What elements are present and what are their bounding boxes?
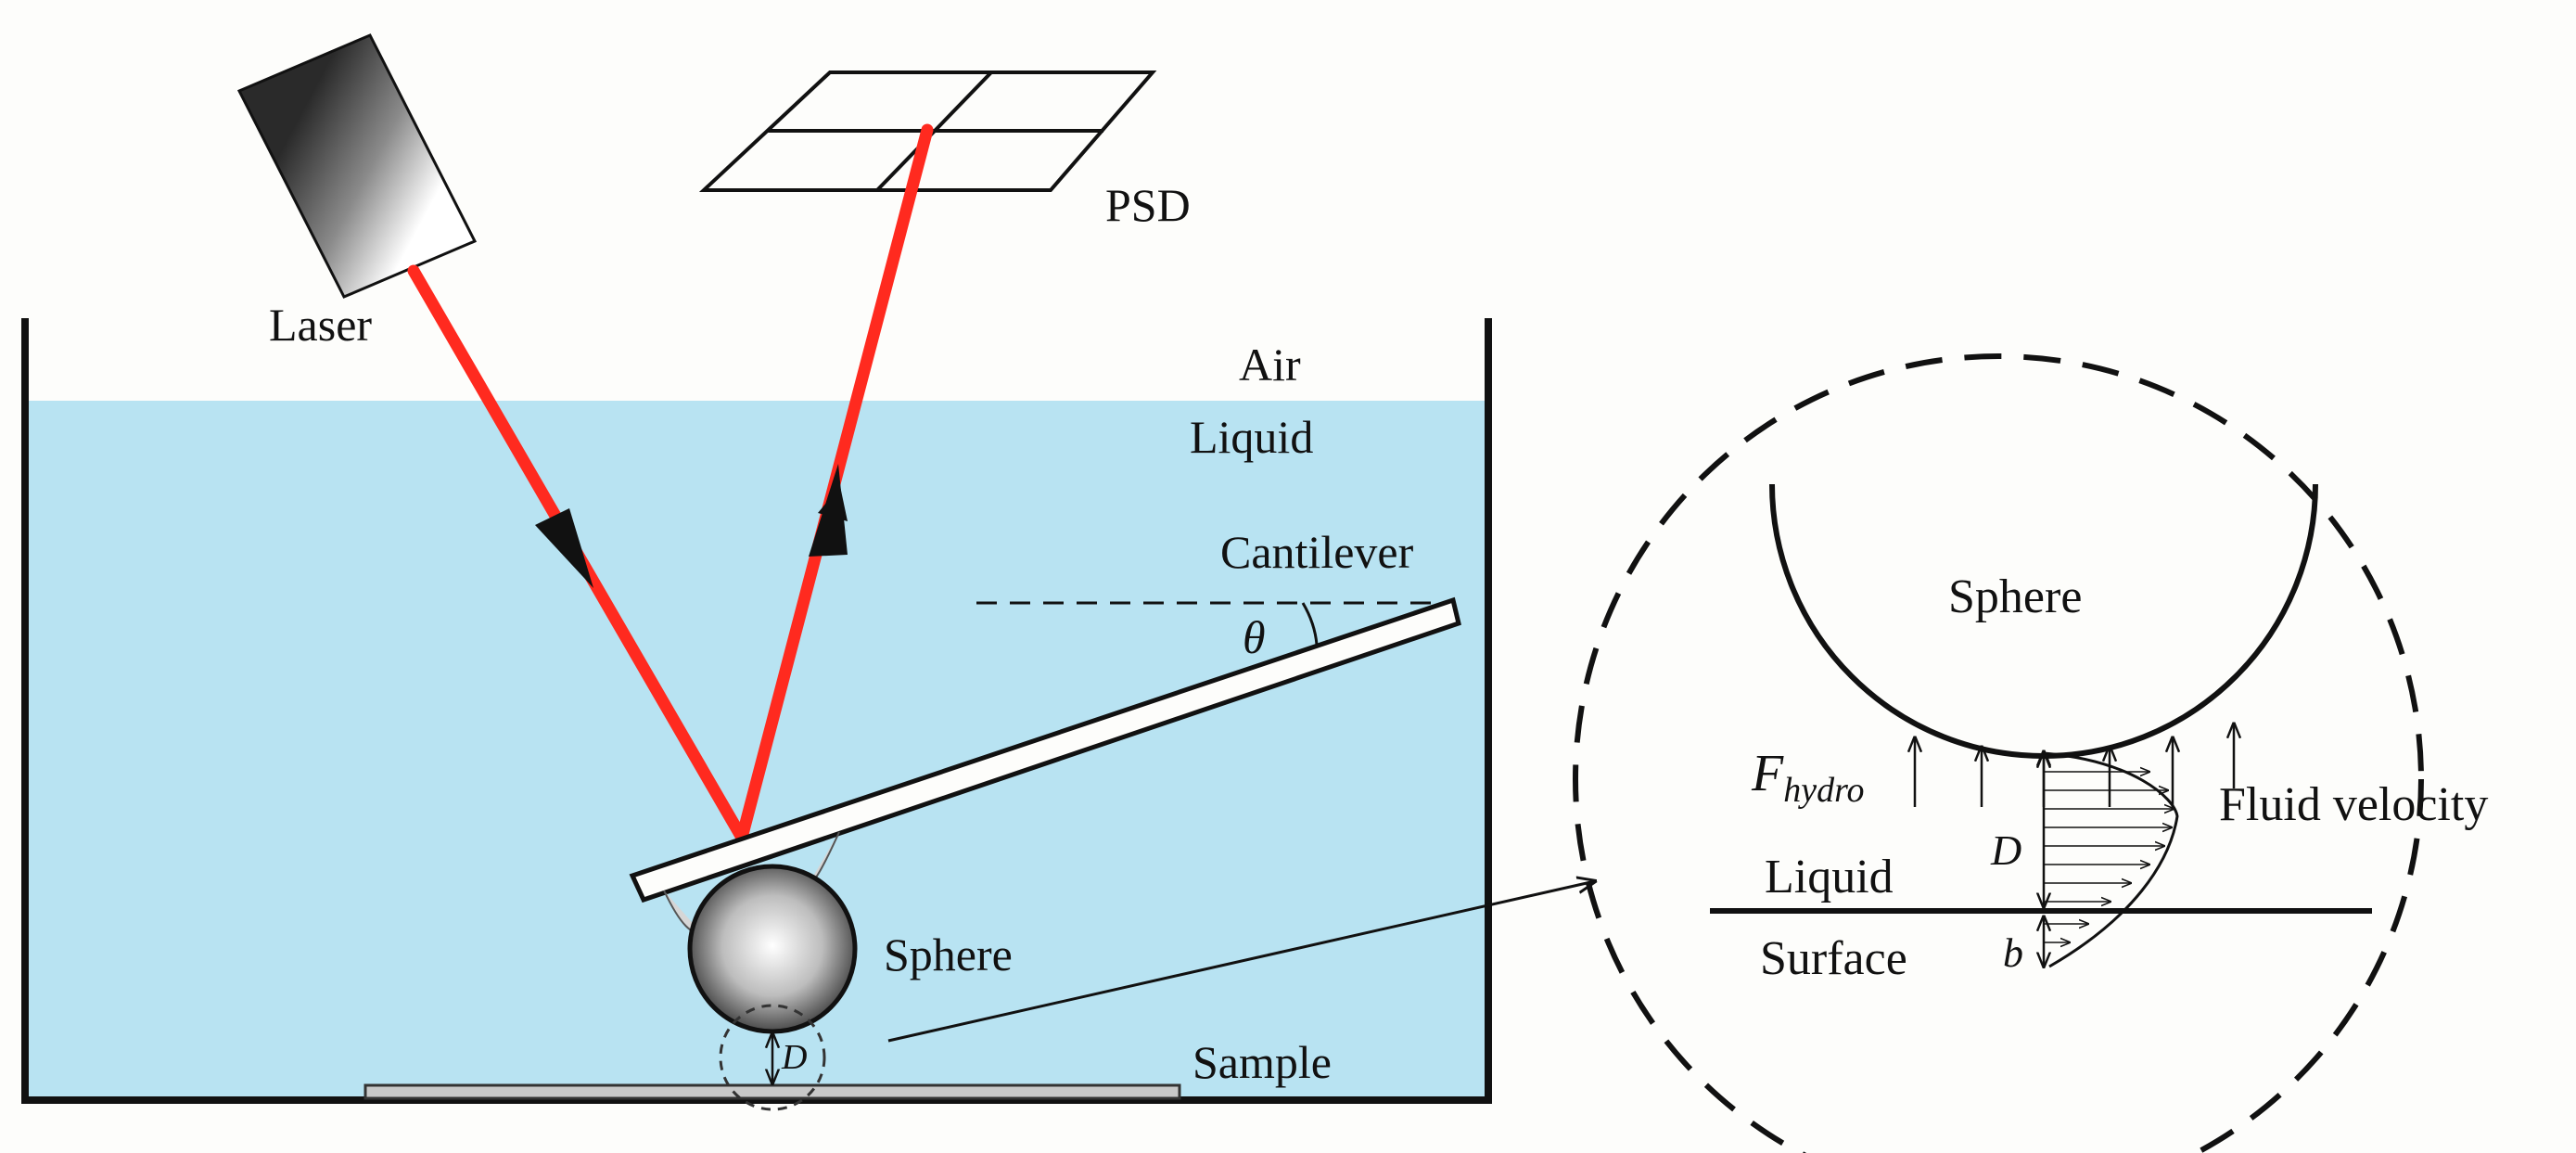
zoom-liquid-label: Liquid [1765, 851, 1894, 903]
fluid-velocity-label: Fluid velocity [2219, 778, 2488, 831]
sample-plate [363, 1083, 1181, 1100]
angle-arc [1301, 602, 1319, 646]
liquid-label: Liquid [1190, 411, 1313, 463]
hydro-force-arrows [1915, 724, 2234, 807]
zoom-surface-label: Surface [1760, 932, 1907, 985]
zoom-sphere-label: Sphere [1948, 570, 2082, 623]
sample-label: Sample [1192, 1036, 1332, 1088]
air-label: Air [1239, 339, 1301, 391]
velocity-profile [2043, 751, 2179, 968]
incident-arrow-icon [535, 508, 593, 588]
cantilever-label: Cantilever [1220, 526, 1414, 578]
laser-label: Laser [269, 299, 372, 351]
hydro-force-label: Fhydro [1751, 745, 1864, 810]
laser-source [236, 33, 478, 299]
sphere-label: Sphere [884, 929, 1013, 980]
slip-b-label: b [2003, 930, 2023, 976]
sphere [687, 864, 858, 1034]
zoom-circle [1573, 353, 2424, 1153]
container-walls [21, 318, 1492, 1104]
gap-d-label: D [781, 1038, 807, 1077]
zoom-gap-d-label: D [1990, 826, 2021, 874]
laser-beam [407, 123, 934, 844]
zoom-view [1573, 353, 2424, 1153]
zoom-connector [887, 881, 1595, 1043]
theta-label: θ [1243, 611, 1266, 663]
psd-label: PSD [1105, 179, 1191, 231]
psd-detector [698, 70, 1157, 192]
zoom-source-circle [719, 1004, 826, 1111]
